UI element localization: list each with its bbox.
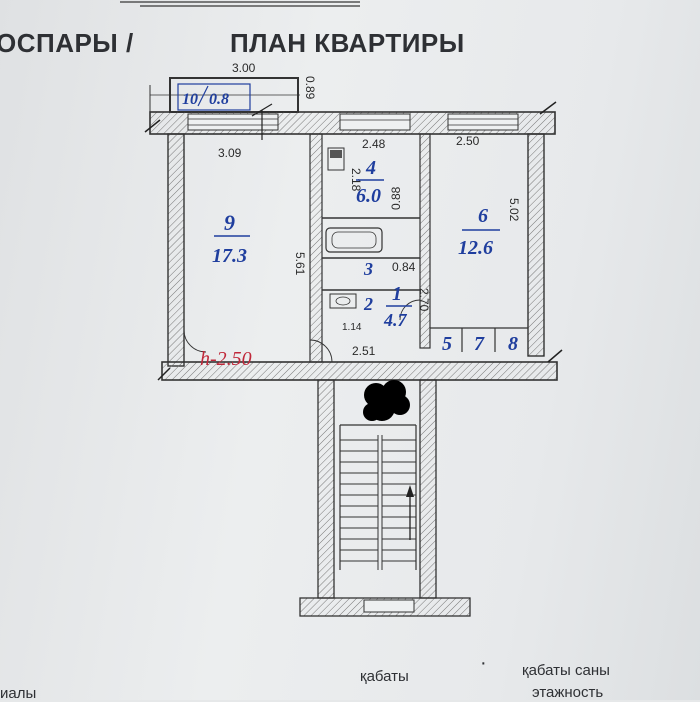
- dim-top-width: 3.00: [232, 61, 256, 75]
- redaction-mark: [363, 380, 410, 421]
- footer-dot: ·: [480, 652, 487, 674]
- dimension-ticks: [144, 101, 563, 381]
- dim-corridor-width: 2.51: [352, 344, 376, 358]
- stair-steps: [340, 439, 416, 562]
- room4-number: 4: [365, 157, 376, 179]
- balcony-number: 10: [182, 91, 198, 108]
- dim-room9-width: 3.09: [218, 146, 242, 160]
- windows: [187, 113, 519, 131]
- dim-room1-side: 2.70: [417, 288, 431, 312]
- room1-area: 4.7: [383, 310, 408, 330]
- dim-room6-height: 5.02: [507, 198, 521, 222]
- title-kazakh: ОСПАРЫ /: [0, 28, 134, 58]
- room9-area: 17.3: [212, 245, 247, 267]
- room3-number: 3: [363, 259, 373, 279]
- stair-direction-arrow: [406, 485, 414, 540]
- balcony-area: 0.8: [209, 91, 229, 108]
- room5-number: 5: [442, 333, 452, 355]
- interior-walls: [309, 133, 528, 363]
- ceiling-height: h-2.50: [200, 348, 252, 370]
- title-russian: ПЛАН КВАРТИРЫ: [230, 28, 465, 58]
- footer-floors-ru: этажность: [532, 684, 604, 701]
- room9-number: 9: [224, 210, 235, 235]
- room6-area: 12.6: [458, 237, 493, 259]
- dim-room4-width: 2.48: [362, 137, 386, 151]
- dim-bath-side: 0.88: [389, 186, 403, 210]
- dim-room1-small: 1.14: [342, 322, 362, 333]
- bathroom-fixtures: [325, 147, 383, 309]
- footer-left-label: иалы: [0, 685, 37, 702]
- room7-number: 7: [474, 333, 485, 355]
- room6-number: 6: [478, 205, 488, 227]
- room4-area: 6.0: [356, 185, 381, 207]
- room1-number: 1: [392, 283, 402, 305]
- stairwell: [299, 379, 471, 617]
- dim-top-side: 0.89: [303, 76, 317, 100]
- room2-number: 2: [363, 294, 373, 314]
- footer-floors-kz: қабаты саны: [522, 662, 610, 679]
- room8-number: 8: [508, 333, 518, 355]
- dim-room6-width: 2.50: [456, 134, 480, 148]
- footer-floor-kz: қабаты: [360, 668, 409, 685]
- top-border-lines: [120, 1, 360, 7]
- dim-room3-side: 0.84: [392, 260, 416, 274]
- dim-room9-height: 5.61: [293, 252, 307, 276]
- balcony-label: 10 0.8: [177, 83, 251, 111]
